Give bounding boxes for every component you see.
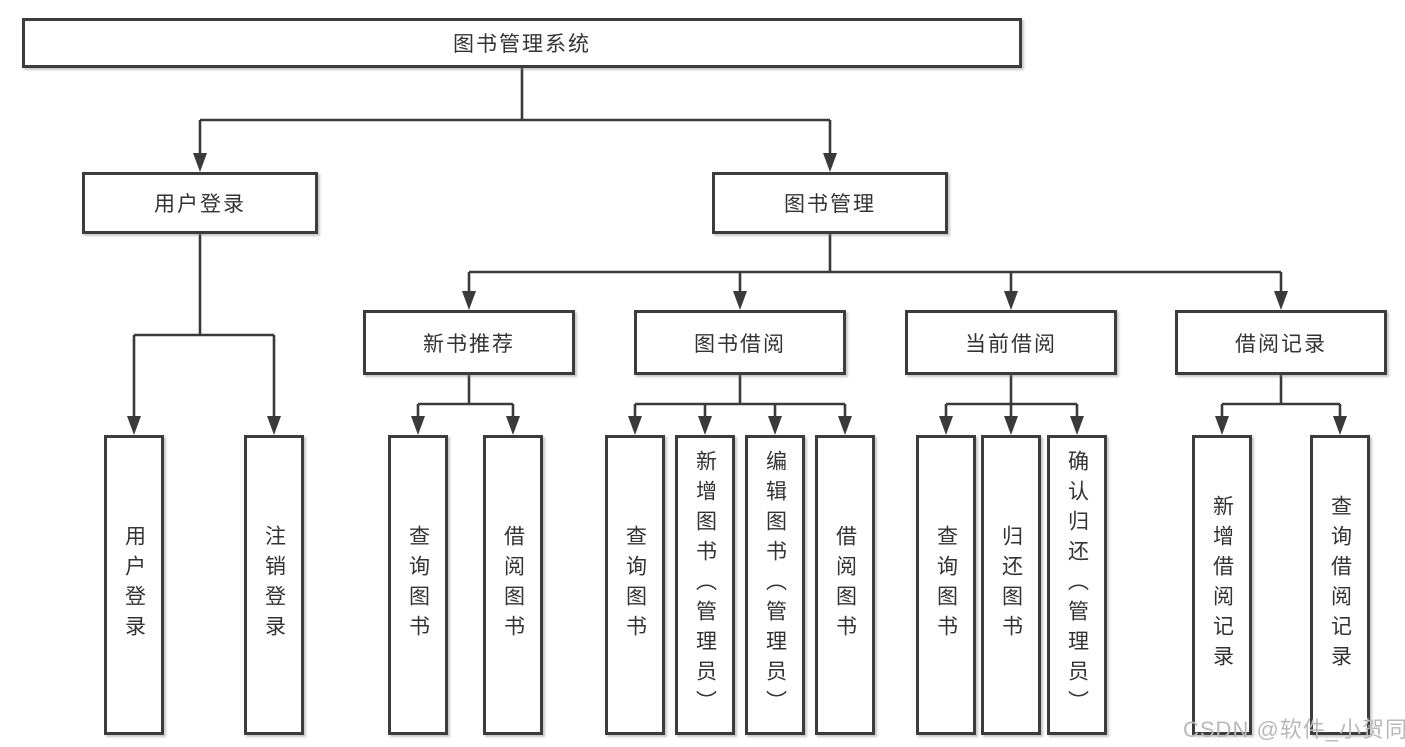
- node-current-borrow: 当前借阅: [905, 310, 1117, 375]
- node-label: 查询图书: [934, 525, 958, 645]
- node-new-book-recommend: 新书推荐: [363, 310, 575, 375]
- node-label: 新增借阅记录: [1210, 495, 1234, 675]
- leaf-user-login: 用户登录: [104, 435, 164, 735]
- node-label: 新增图书（管理员）: [693, 450, 717, 720]
- node-label: 用户登录: [154, 193, 246, 216]
- leaf-add-borrow-record: 新增借阅记录: [1192, 435, 1252, 735]
- leaf-add-book-admin: 新增图书（管理员）: [675, 435, 735, 735]
- leaf-query-borrow-record: 查询借阅记录: [1310, 435, 1370, 735]
- connector-borrow-to-leaves: [628, 375, 852, 435]
- node-book-borrow: 图书借阅: [634, 310, 846, 375]
- connector-mgmt-to-level3: [462, 234, 1288, 310]
- node-borrow-record: 借阅记录: [1175, 310, 1387, 375]
- leaf-logout: 注销登录: [244, 435, 304, 735]
- leaf-query-book-1: 查询图书: [388, 435, 448, 735]
- csdn-watermark: CSDN @软件_小贺同学: [1183, 717, 1405, 742]
- connector-root-to-level2: [193, 68, 837, 172]
- leaf-confirm-return-admin: 确认归还（管理员）: [1047, 435, 1107, 735]
- node-label: 查询图书: [623, 525, 647, 645]
- node-label: 用户登录: [122, 525, 146, 645]
- leaf-borrow-book-2: 借阅图书: [815, 435, 875, 735]
- node-label: 注销登录: [262, 525, 286, 645]
- node-label: 借阅图书: [833, 525, 857, 645]
- node-label: 借阅图书: [501, 525, 525, 645]
- connector-login-to-leaves: [127, 234, 281, 435]
- node-label: 图书管理系统: [453, 33, 591, 56]
- leaf-return-book: 归还图书: [981, 435, 1041, 735]
- node-label: 当前借阅: [965, 332, 1057, 356]
- node-book-management: 图书管理: [712, 172, 948, 234]
- node-library-system: 图书管理系统: [22, 18, 1022, 68]
- node-label: 查询借阅记录: [1328, 495, 1352, 675]
- leaf-query-book-2: 查询图书: [605, 435, 665, 735]
- node-label: 借阅记录: [1235, 332, 1327, 356]
- leaf-borrow-book-1: 借阅图书: [483, 435, 543, 735]
- node-label: 编辑图书（管理员）: [763, 450, 787, 720]
- leaf-edit-book-admin: 编辑图书（管理员）: [745, 435, 805, 735]
- node-user-login: 用户登录: [82, 172, 318, 234]
- node-label: 图书借阅: [694, 332, 786, 356]
- node-label: 图书管理: [784, 193, 876, 216]
- connector-newbook-to-leaves: [411, 375, 520, 435]
- node-label: 归还图书: [999, 525, 1023, 645]
- leaf-query-book-3: 查询图书: [916, 435, 976, 735]
- node-label: 新书推荐: [423, 332, 515, 356]
- node-label: 确认归还（管理员）: [1065, 450, 1089, 720]
- connector-current-to-leaves: [939, 375, 1084, 435]
- connector-record-to-leaves: [1215, 375, 1347, 435]
- node-label: 查询图书: [406, 525, 430, 645]
